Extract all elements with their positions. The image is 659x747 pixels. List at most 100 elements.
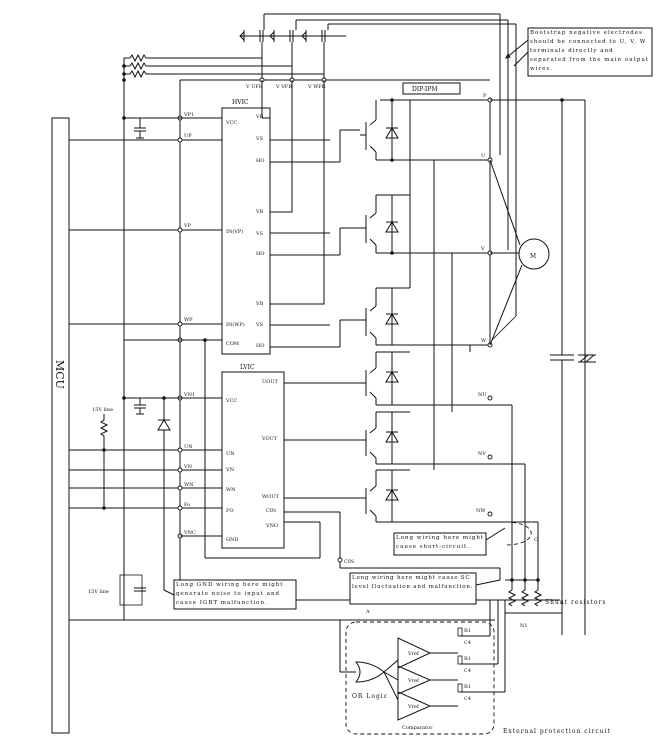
lvic-vno-pin: VNO <box>265 523 278 529</box>
hvic-ho-w-pin: HO <box>256 343 264 349</box>
hvic-block <box>221 107 271 355</box>
lvic-vout-pin: VOUT <box>261 436 278 442</box>
term-v: V <box>480 246 485 252</box>
term-w: W <box>481 338 487 344</box>
lvic-label: LVIC <box>240 364 255 371</box>
hvic-label: HVIC <box>232 99 249 106</box>
r1-label-3: R1 <box>464 684 471 690</box>
or-logic-label: OR Logic <box>352 693 388 700</box>
note-sc-level-box <box>349 572 501 605</box>
term-a: A <box>365 609 370 615</box>
v15-mid-label: 15V line <box>92 407 113 413</box>
bootstrap-return-lines <box>263 13 517 341</box>
hvic-ho-v-pin: HO <box>256 251 264 257</box>
note-bootstrap-fo: Bootstrap negative electrodes should be … <box>530 30 650 72</box>
lvic-fo-pin: FO <box>226 508 234 514</box>
term-c: C <box>534 537 538 543</box>
c4-label-3: C4 <box>464 696 471 702</box>
term-wn: WN <box>184 482 194 488</box>
term-vvfb: V VFB <box>275 84 292 90</box>
vcc-supply-rail <box>122 78 180 620</box>
rc-filters <box>457 600 506 693</box>
hvic-vb-u-pin: VB <box>255 114 264 120</box>
hvic-vb-w-pin: VB <box>255 301 264 307</box>
hvic-vs-v-pin: VS <box>255 231 264 237</box>
lvic-uout-pin: UOUT <box>262 379 279 385</box>
note-shunt: Shunt resistors <box>545 599 607 606</box>
zener-diode <box>157 396 171 590</box>
term-vwfb: V WFB <box>307 84 326 90</box>
vcc-decoupling-capacitors <box>134 118 146 415</box>
fo-pullup-resistor <box>99 414 109 510</box>
hvic-in-w-pin: IN(WP) <box>226 321 245 328</box>
c4-label-2: C4 <box>464 668 471 674</box>
note-short-circuit-box <box>393 527 506 556</box>
dc-bus <box>490 98 596 635</box>
r1-label-1: R1 <box>464 628 471 634</box>
hvic-ho-u-pin: HO <box>256 158 264 164</box>
lvic-vcc-pin: VCC <box>225 398 237 404</box>
note-long-gnd: Long GND wiring here might generate nois… <box>176 582 284 606</box>
hvic-com-pin: COM <box>226 341 239 347</box>
note-sc-level-fo: Long wiring here might cause SC level fl… <box>352 575 474 590</box>
bootstrap-capacitors <box>239 30 346 80</box>
term-nw: NW <box>476 508 486 514</box>
lvic-block <box>221 371 285 549</box>
mcu-signal-lines <box>69 139 222 509</box>
lvic-wn-pin: WN <box>226 487 236 493</box>
motor <box>489 159 550 346</box>
term-p: P <box>483 93 487 99</box>
ext-protection-box <box>345 621 495 735</box>
mcu-block <box>51 117 70 734</box>
r1-label-2: R1 <box>464 656 471 662</box>
term-nu: NU <box>478 392 487 398</box>
term-wp: WP <box>184 317 193 323</box>
term-vp1: VP1 <box>183 112 194 118</box>
vref-3: Vref <box>407 704 420 710</box>
note-gnd-fo: Long GND wiring here might generate nois… <box>176 582 284 606</box>
term-nv: NV <box>478 451 486 457</box>
lvic-gnd-pin: GND <box>226 537 238 543</box>
bottom-supply-capacitor <box>69 574 495 621</box>
cin-line <box>284 511 501 580</box>
lvic-wout-pin: WOUT <box>262 494 279 500</box>
hvic-vcc-pin: VCC <box>225 120 237 126</box>
note-bootstrap-box <box>505 27 653 77</box>
dip-ipm-label: DIP-IPM <box>412 86 437 93</box>
internal-supply-wiring <box>180 117 321 559</box>
term-up: UP <box>184 133 192 139</box>
v15-bottom-label: 15V line <box>88 589 109 595</box>
vfb-terminals <box>180 77 490 83</box>
shunt-resistors <box>470 404 562 614</box>
term-vn: VN <box>183 464 193 470</box>
note-ext-protection: External protection circuit <box>503 728 611 735</box>
term-fo: Fo <box>184 502 190 508</box>
term-un: UN <box>184 444 193 450</box>
comparators <box>339 620 458 721</box>
note-long-wiring-sc: Long wiring here might cause SC level fl… <box>352 575 474 590</box>
note-long-wiring-short: Long wiring here might cause short-circu… <box>396 535 485 550</box>
bootstrap-resistors <box>122 53 324 80</box>
term-cin: CIN <box>344 559 355 565</box>
igbt-bridge <box>270 97 493 523</box>
hvic-vb-v-pin: VB <box>255 209 264 215</box>
term-n1: N1 <box>520 623 528 629</box>
hvic-vs-w-pin: VS <box>255 322 264 328</box>
term-vp: VP <box>183 223 192 229</box>
mcu-label: MCU <box>53 360 66 389</box>
comparator-label: Comparator <box>402 725 433 731</box>
dip-ipm-tag <box>402 82 461 95</box>
hvic-vs-u-pin: VS <box>255 136 264 142</box>
lvic-un-pin: UN <box>226 451 235 457</box>
term-u: U <box>481 153 485 159</box>
vref-2: Vref <box>407 678 420 684</box>
term-vufb: V UFB <box>245 84 263 90</box>
vref-1: Vref <box>407 651 420 657</box>
lvic-vn-pin: VN <box>225 467 235 473</box>
note-gnd-box <box>163 579 297 610</box>
note-bootstrap: Bootstrap negative electrodes should be … <box>530 30 650 72</box>
lvic-cin-pin: CIN <box>266 508 277 514</box>
hvic-in-v-pin: IN(VP) <box>226 228 243 235</box>
